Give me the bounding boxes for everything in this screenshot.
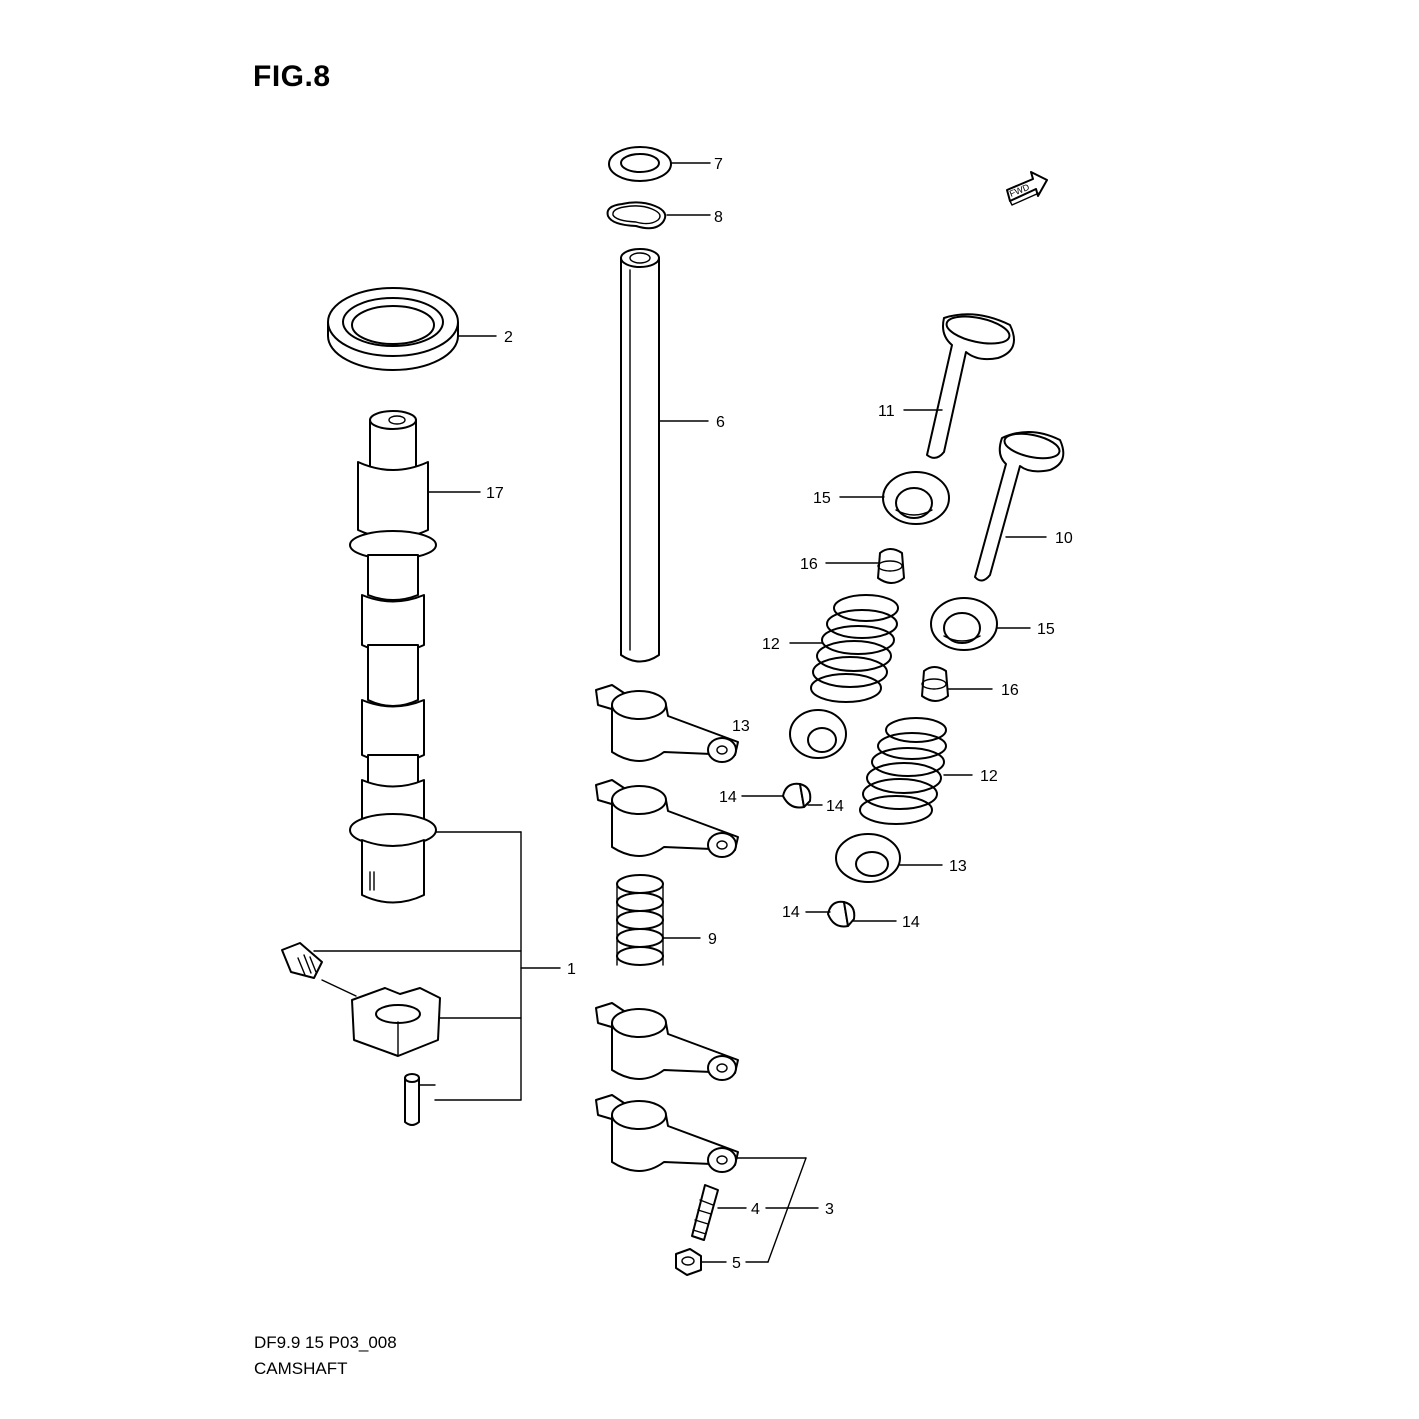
part-11-valve	[926, 313, 1015, 459]
part-13-retainer-a	[789, 709, 847, 759]
figure-title: FIG.8	[253, 60, 331, 93]
callouts: 7 8 2 6 17 11 10 15 16 15 12 16 13 12 14…	[486, 156, 1073, 1272]
callout-15a: 15	[813, 490, 831, 507]
part-12-valve-spring-b	[859, 717, 947, 825]
callout-10: 10	[1055, 530, 1073, 547]
part-16-stem-seal-a	[877, 548, 905, 584]
callout-14b: 14	[826, 798, 844, 815]
part-10-valve	[974, 431, 1065, 582]
rocker-arm-1	[595, 684, 739, 763]
callout-12a: 12	[762, 636, 780, 653]
rocker-arm-2	[595, 779, 739, 858]
callout-14c: 14	[782, 904, 800, 921]
part-1-dowel-pin	[404, 1073, 436, 1126]
fwd-arrow-icon: FWD	[1006, 171, 1048, 206]
callout-12b: 12	[980, 768, 998, 785]
figure-name: CAMSHAFT	[254, 1359, 348, 1378]
part-9-spring	[616, 874, 664, 966]
part-6-rocker-shaft	[620, 248, 660, 663]
callout-11: 11	[878, 403, 895, 420]
callout-17: 17	[486, 485, 504, 502]
part-15-seat-b	[930, 597, 998, 651]
rocker-arm-3	[595, 1002, 739, 1081]
part-2-oil-seal	[327, 287, 459, 371]
callout-3: 3	[825, 1201, 834, 1218]
part-13-retainer-b	[835, 833, 901, 883]
callout-1: 1	[567, 961, 576, 978]
callout-9: 9	[708, 931, 717, 948]
callout-7: 7	[714, 156, 723, 173]
callout-13b: 13	[949, 858, 967, 875]
callout-14a: 14	[719, 789, 737, 806]
part-17-camshaft	[349, 410, 437, 904]
part-1-bolt	[281, 942, 323, 979]
part-15-seat-a	[882, 471, 950, 525]
callout-8: 8	[714, 209, 723, 226]
part-7-washer	[608, 146, 672, 182]
callout-14d: 14	[902, 914, 920, 931]
leader-lines	[313, 162, 1047, 1263]
figure-code: DF9.9 15 P03_008	[254, 1333, 397, 1352]
callout-2: 2	[504, 329, 513, 346]
part-5-lock-nut	[675, 1248, 702, 1276]
callout-16a: 16	[800, 556, 818, 573]
callout-13a: 13	[732, 718, 750, 735]
part-1-thrust-plate	[351, 987, 441, 1057]
rocker-arm-4	[595, 1094, 739, 1173]
part-8-o-ring	[606, 201, 667, 230]
callout-6: 6	[716, 414, 725, 431]
part-16-stem-seal-b	[921, 666, 949, 702]
callout-16b: 16	[1001, 682, 1019, 699]
callout-15b: 15	[1037, 621, 1055, 638]
callout-4: 4	[751, 1201, 760, 1218]
part-4-adjusting-screw	[691, 1184, 719, 1241]
callout-5: 5	[732, 1255, 741, 1272]
part-14-cotter-b	[827, 900, 856, 928]
part-12-valve-spring-a	[810, 594, 899, 703]
part-14-cotter-a	[782, 782, 812, 809]
